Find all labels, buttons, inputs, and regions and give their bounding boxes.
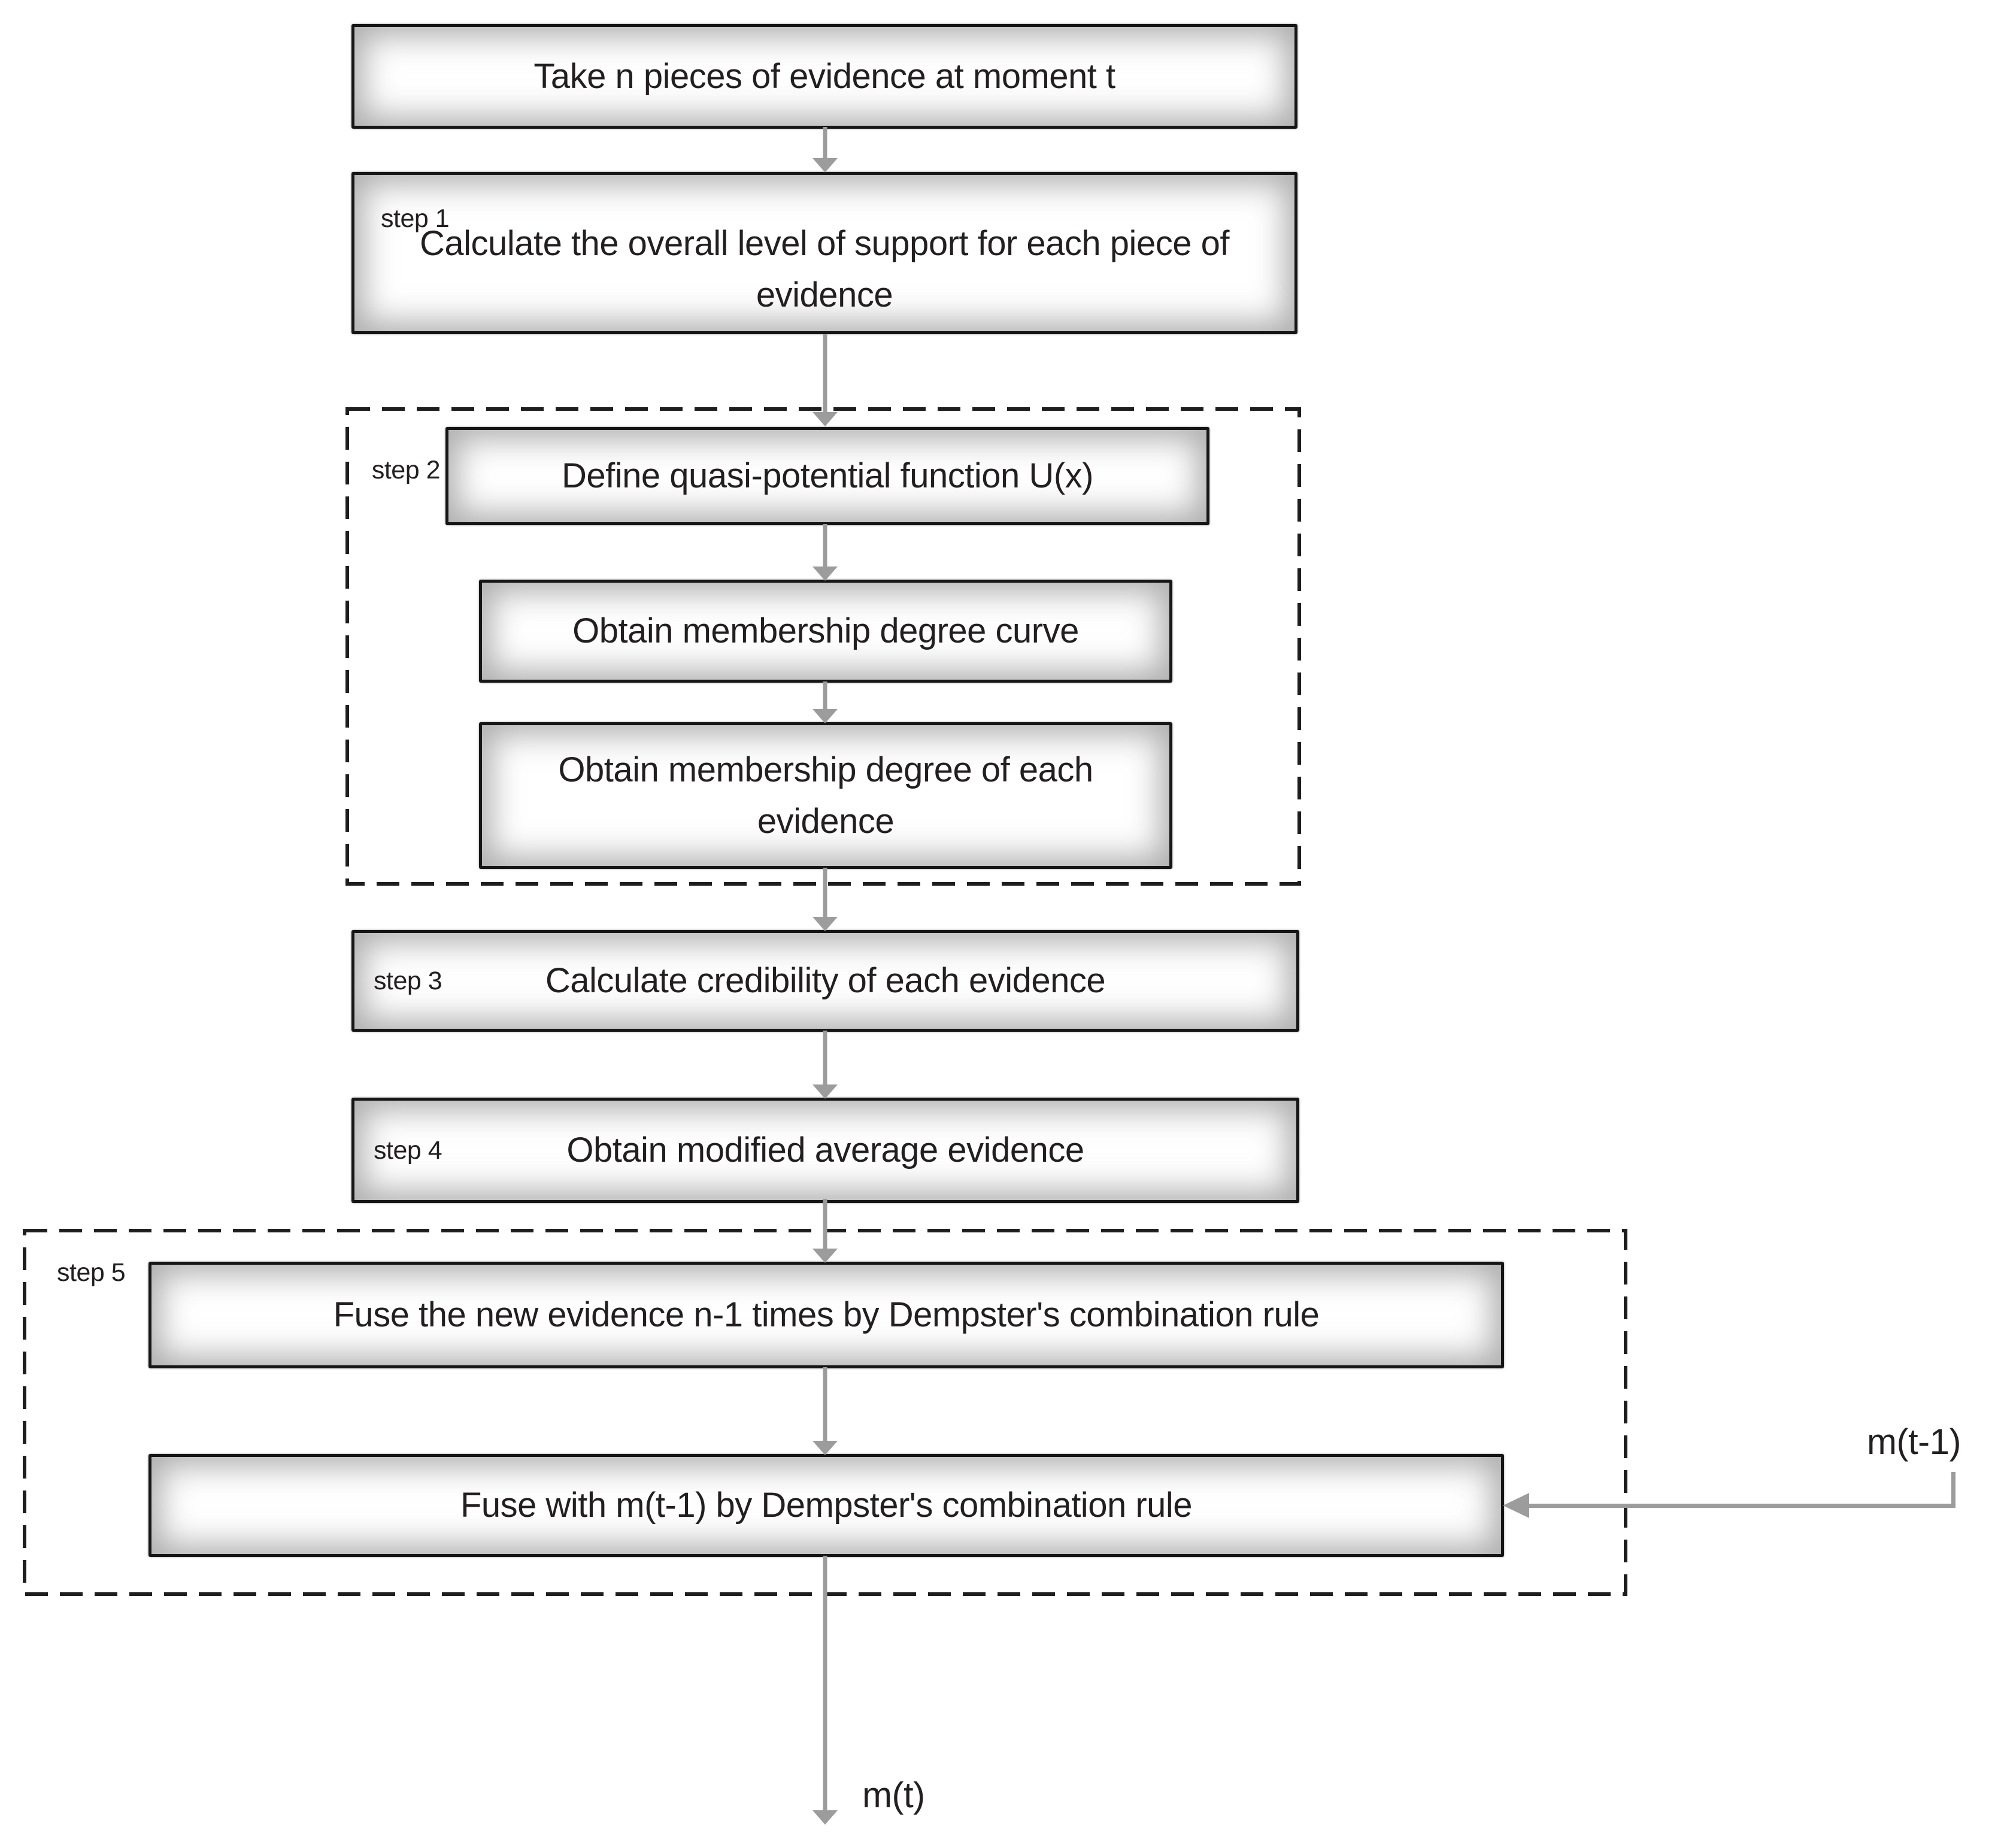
down-arrow-icon: [812, 524, 838, 581]
node-define-function-text: Define quasi-potential function U(x): [562, 456, 1093, 495]
node-step3-text: Calculate credibility of each evidence: [545, 961, 1106, 1000]
node-membership-curve-text: Obtain membership degree curve: [572, 611, 1079, 650]
step5-label: step 5: [57, 1258, 126, 1287]
node-take-evidence: Take n pieces of evidence at moment t: [351, 24, 1297, 129]
step2-dashed-group: [345, 407, 1301, 886]
node-membership-degree-text: Obtain membership degree of each evidenc…: [558, 750, 1093, 841]
node-step4-average: step 4 Obtain modified average evidence: [351, 1098, 1299, 1203]
node-fuse-n1-text: Fuse the new evidence n-1 times by Demps…: [333, 1295, 1320, 1334]
node-step1-support: step 1 Calculate the overall level of su…: [351, 172, 1297, 334]
input-label-mt-1: m(t-1): [1867, 1422, 1961, 1462]
node-membership-curve: Obtain membership degree curve: [479, 580, 1172, 683]
input-arrow-head-icon: [1503, 1493, 1529, 1518]
node-step1-text: Calculate the overall level of support f…: [420, 224, 1229, 314]
node-take-evidence-text: Take n pieces of evidence at moment t: [533, 56, 1115, 96]
step3-label: step 3: [374, 967, 442, 995]
node-fuse-mt1: Fuse with m(t-1) by Dempster's combinati…: [148, 1454, 1504, 1557]
input-arrow-shaft: [1529, 1504, 1956, 1508]
node-define-function: Define quasi-potential function U(x): [445, 427, 1209, 525]
node-fuse-n1: Fuse the new evidence n-1 times by Demps…: [148, 1262, 1504, 1368]
input-arrow-stub: [1951, 1472, 1956, 1505]
down-arrow-icon: [812, 127, 838, 172]
down-arrow-icon: [812, 1031, 838, 1099]
down-arrow-icon: [812, 868, 838, 931]
step2-label: step 2: [371, 456, 441, 484]
output-arrow-icon: [812, 1556, 838, 1825]
step1-label: step 1: [381, 204, 450, 233]
node-step3-credibility: step 3 Calculate credibility of each evi…: [351, 930, 1299, 1032]
down-arrow-icon: [812, 681, 838, 723]
step4-label: step 4: [374, 1136, 442, 1165]
down-arrow-icon: [812, 1367, 838, 1455]
down-arrow-icon: [812, 334, 838, 426]
output-label-mt: m(t): [862, 1775, 925, 1815]
node-step4-text: Obtain modified average evidence: [566, 1131, 1084, 1170]
node-membership-degree: Obtain membership degree of each evidenc…: [479, 722, 1172, 869]
node-fuse-mt1-text: Fuse with m(t-1) by Dempster's combinati…: [460, 1486, 1193, 1525]
down-arrow-icon: [812, 1199, 838, 1263]
